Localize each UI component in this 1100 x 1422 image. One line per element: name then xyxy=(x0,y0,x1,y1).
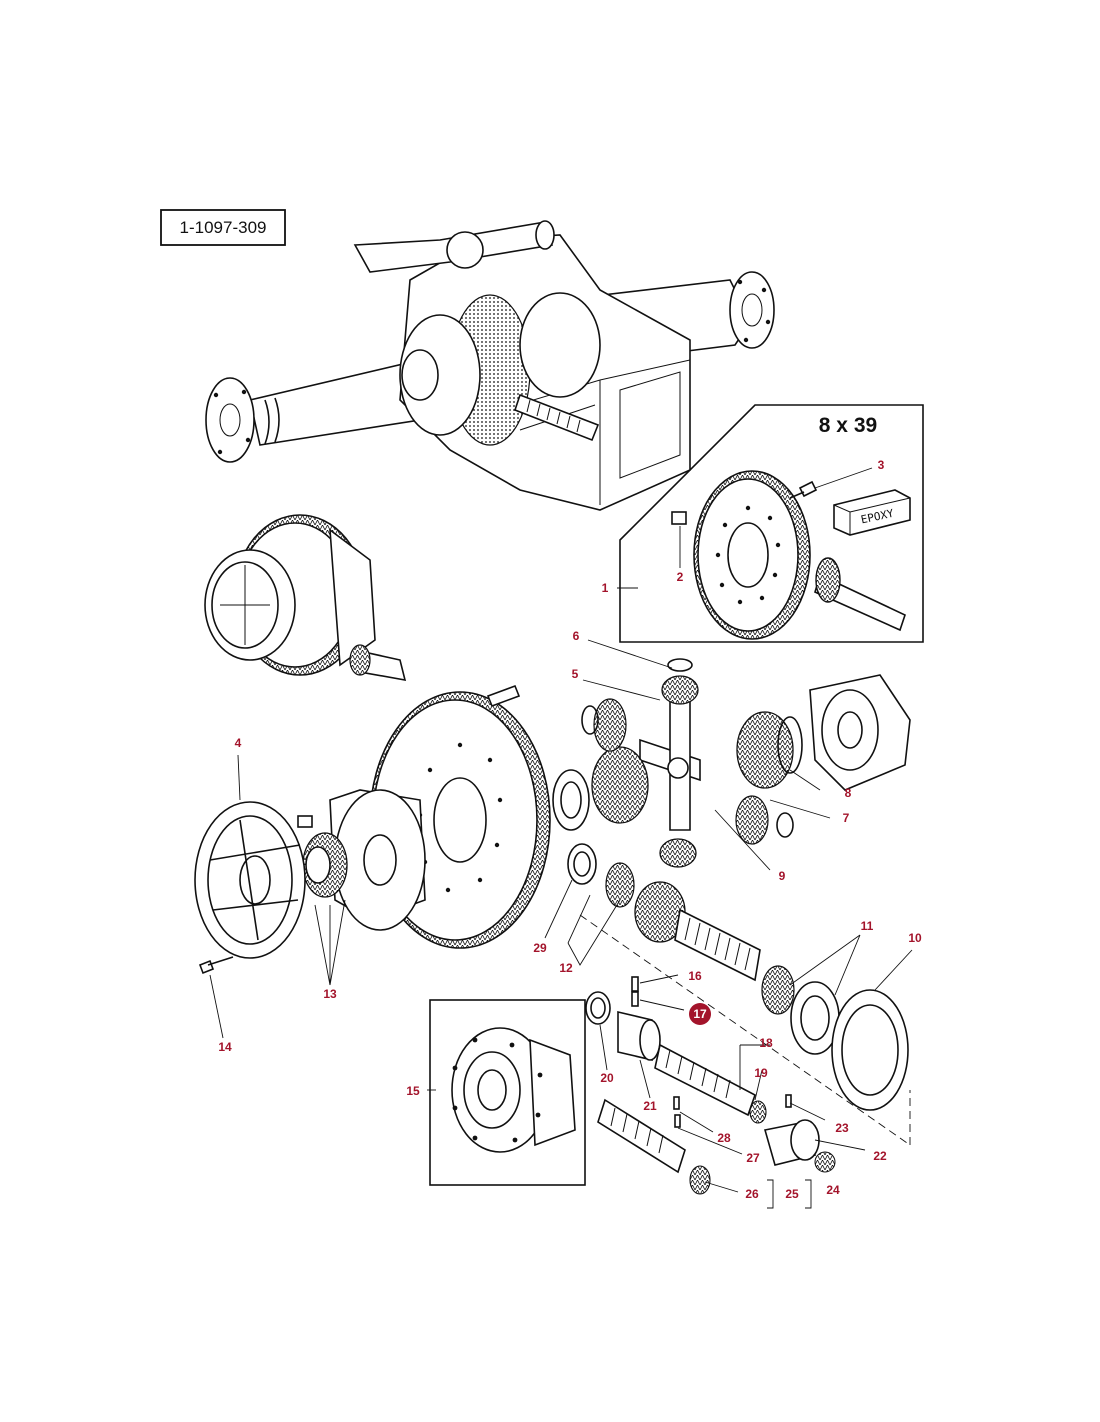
ref-18: 18 xyxy=(759,1036,773,1050)
ref-24: 24 xyxy=(826,1183,840,1197)
ref-19: 19 xyxy=(754,1066,768,1080)
ref-28: 28 xyxy=(717,1131,731,1145)
ref-4: 4 xyxy=(235,736,242,750)
drawing-number: 1-1097-309 xyxy=(180,218,267,237)
ref-20: 20 xyxy=(600,1071,614,1085)
ref-7: 7 xyxy=(843,811,850,825)
ref-12: 12 xyxy=(559,961,573,975)
ref-1: 1 xyxy=(602,581,609,595)
rear-axle-housing-illustration xyxy=(205,220,775,511)
ref-8: 8 xyxy=(845,786,852,800)
assembled-differential-illustration xyxy=(204,514,407,682)
ref-9: 9 xyxy=(779,869,786,883)
drawing-number-box: 1-1097-309 xyxy=(160,209,286,246)
ref-6: 6 xyxy=(573,629,580,643)
ref-5: 5 xyxy=(572,667,579,681)
ref-27: 27 xyxy=(746,1151,760,1165)
ref-2: 2 xyxy=(677,570,684,584)
ref-11: 11 xyxy=(861,919,874,933)
ref-15: 15 xyxy=(406,1084,420,1098)
ref-17: 17 xyxy=(693,1007,707,1021)
ref-10: 10 xyxy=(908,931,922,945)
pinion-shaft-group-illustration xyxy=(567,843,911,1209)
ref-13: 13 xyxy=(323,987,337,1001)
ref-16: 16 xyxy=(688,969,702,983)
leader-lines xyxy=(209,639,913,1193)
reference-numbers: 1 2 3 4 5 6 7 8 9 10 11 12 13 14 15 16 1… xyxy=(218,458,922,1201)
ref-29: 29 xyxy=(533,941,547,955)
exploded-differential-illustration xyxy=(194,658,911,975)
epoxy-pack: EPOXY xyxy=(833,489,911,536)
ref-22: 22 xyxy=(873,1149,887,1163)
ref-23: 23 xyxy=(835,1121,849,1135)
ref-26: 26 xyxy=(745,1187,759,1201)
ref-17-highlighted: 17 xyxy=(689,1003,711,1025)
ref-25: 25 xyxy=(785,1187,799,1201)
kit-ratio-label: 8 x 39 xyxy=(819,414,877,437)
ref-21: 21 xyxy=(643,1099,657,1113)
crown-wheel-pinion-kit-inset: 8 x 39 EPOXY xyxy=(617,404,924,643)
ref-14: 14 xyxy=(218,1040,232,1054)
hub-inset xyxy=(427,999,586,1186)
ref-3: 3 xyxy=(878,458,885,472)
